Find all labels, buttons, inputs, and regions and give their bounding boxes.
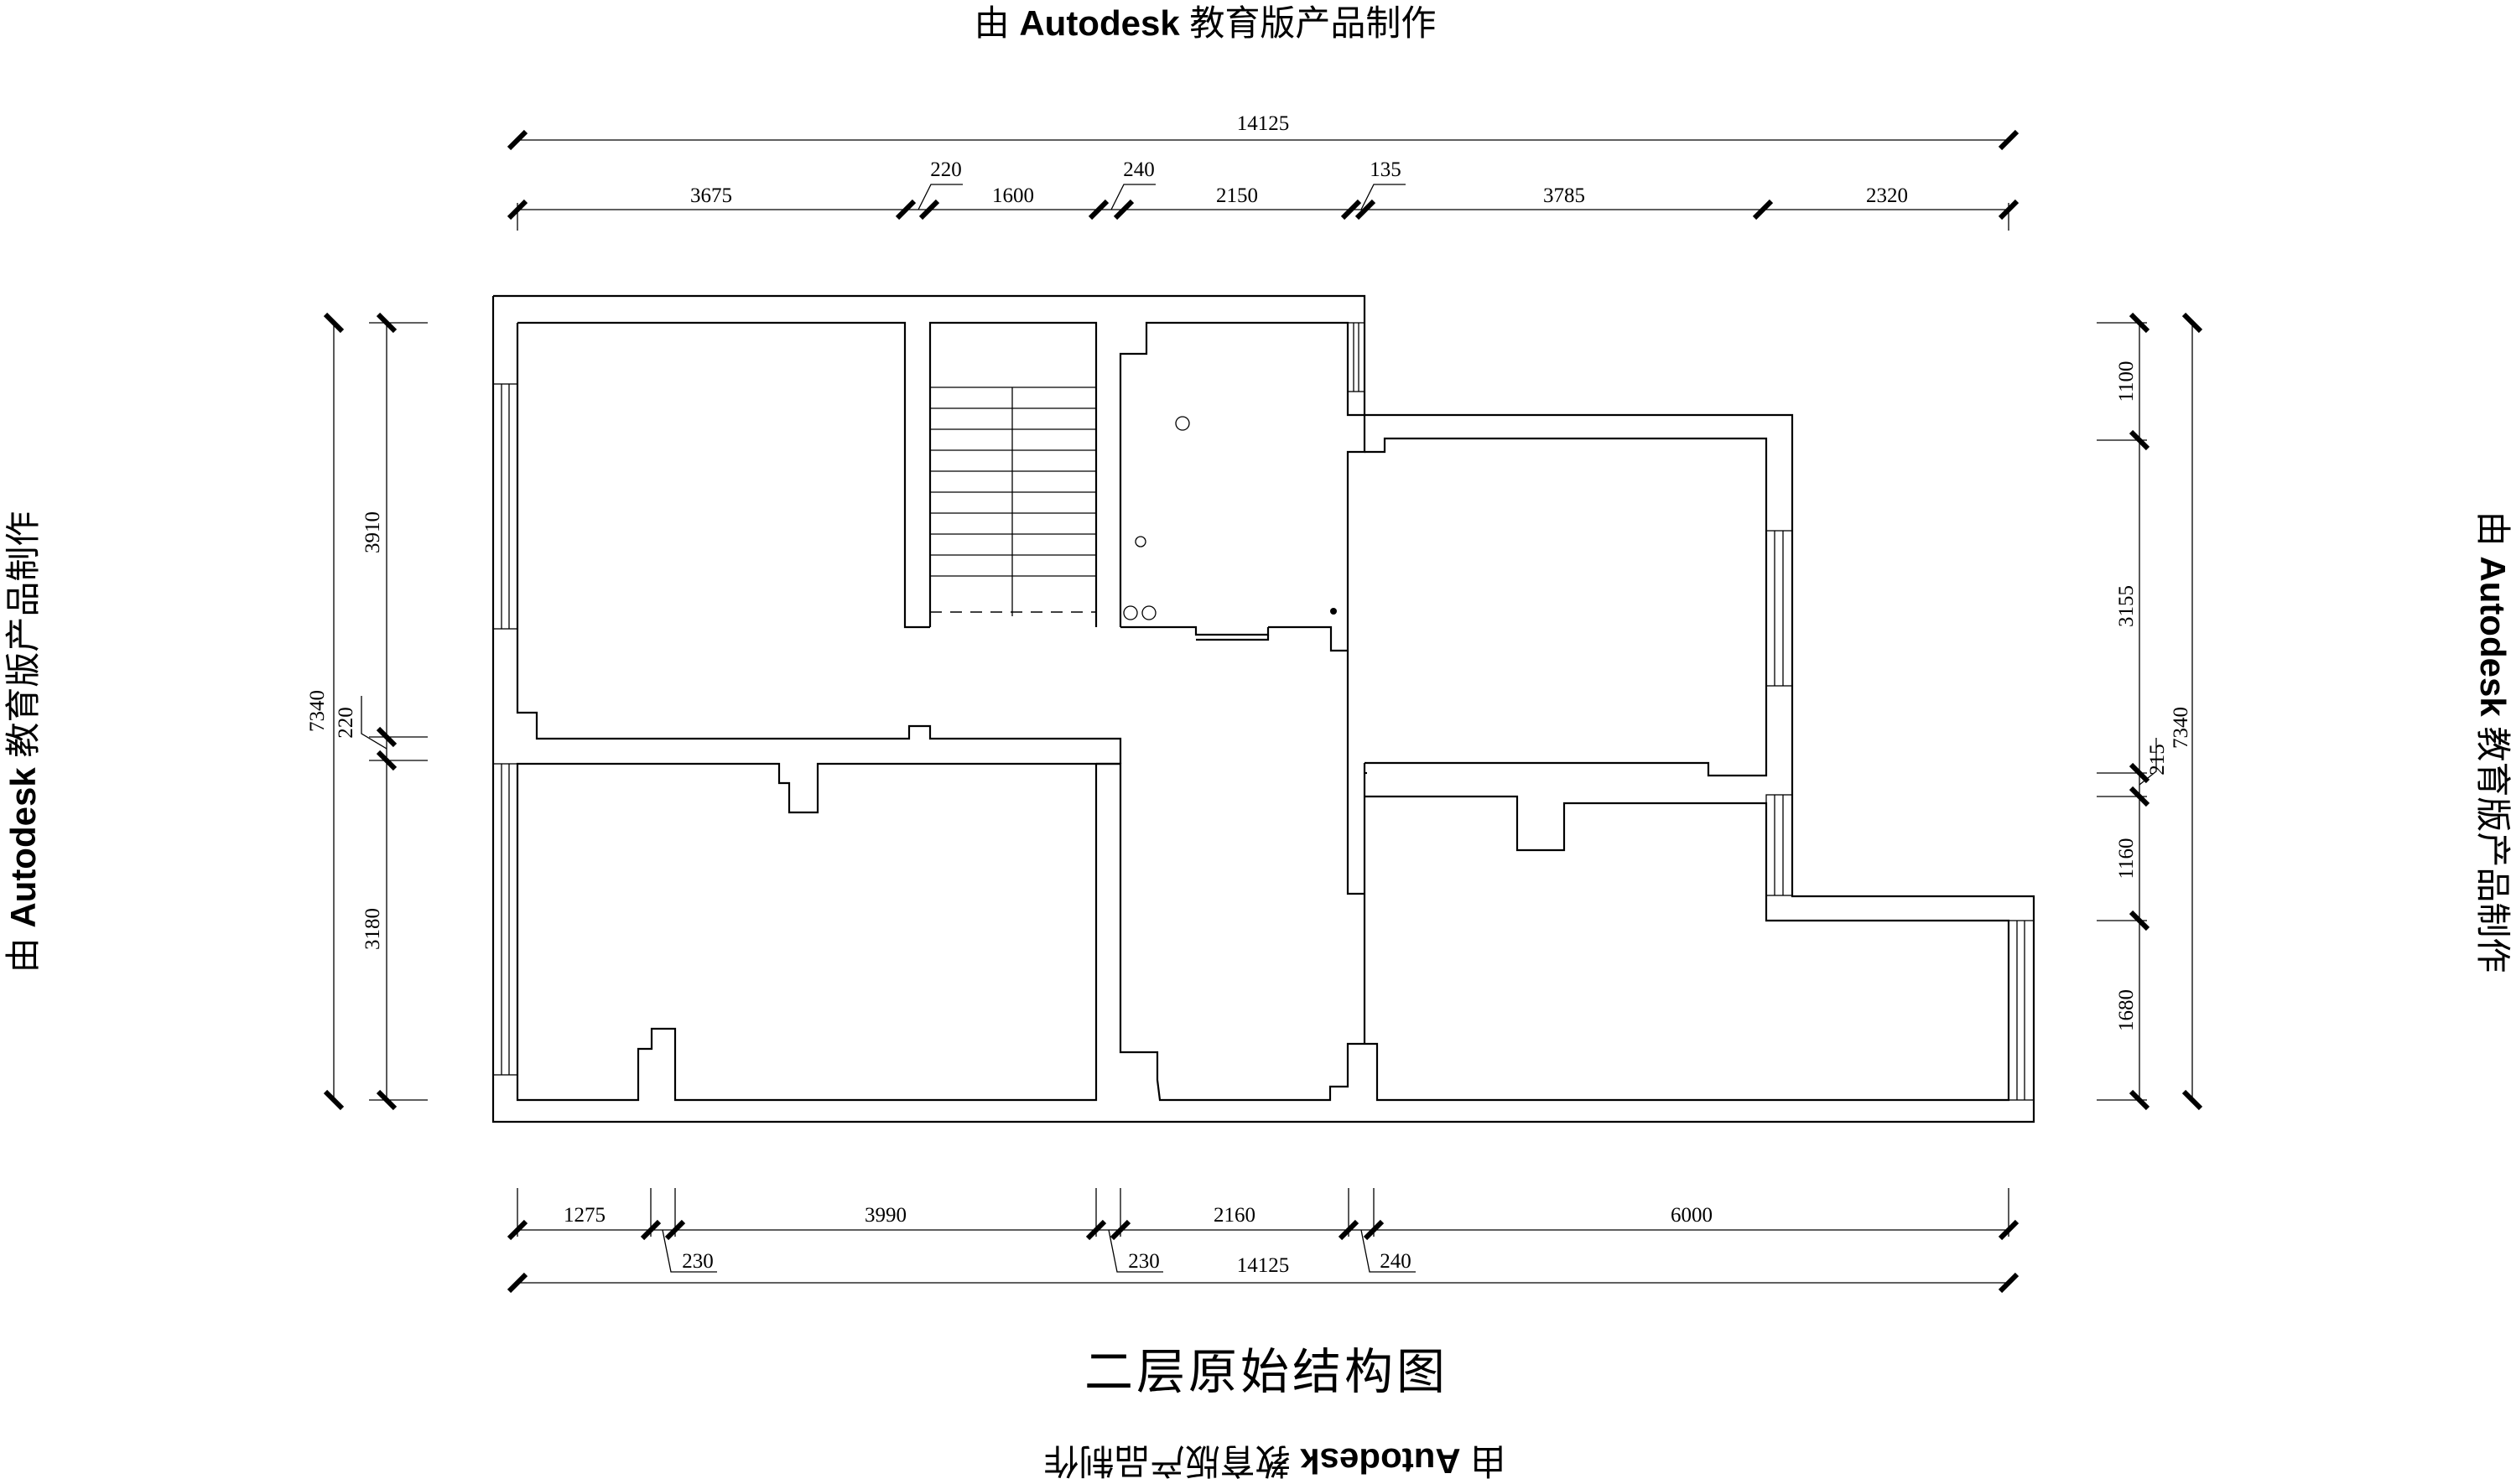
watermark-right: 由 Autodesk 教育版产品制作 (2473, 511, 2513, 973)
right-segment-2: 3155 (2115, 585, 2138, 627)
top-leader-3: 135 (1370, 158, 1401, 181)
right-leader-label: 215 (2146, 744, 2169, 776)
bottom-leader-2: 230 (1128, 1250, 1160, 1273)
left-dimension-chain: 7340 3910 3180 220 (306, 312, 428, 1111)
window-left-lower (492, 763, 518, 1076)
window-right-lower (1765, 794, 1793, 896)
wall-room-right-upper (1365, 437, 1768, 777)
svg-text:由 Autodesk 教育版产品制作: 由 Autodesk 教育版产品制作 (3, 511, 43, 973)
bottom-total-label: 14125 (1237, 1254, 1290, 1277)
top-segment-3: 2150 (1216, 184, 1258, 207)
fixture-symbols (1123, 416, 1337, 620)
watermark-bottom: 由 Autodesk 教育版产品制作 (1044, 1441, 1506, 1481)
wall-room-right-lower (1365, 795, 2010, 1102)
bottom-dimension-chain: 1275 3990 2160 6000 230 230 240 14125 (507, 1188, 2020, 1294)
outer-wall (491, 294, 2035, 1123)
wall-room-bottom-middle (1096, 762, 1365, 1102)
left-segment-2: 3180 (361, 908, 384, 950)
bottom-segment-1: 1275 (564, 1204, 606, 1227)
watermark-top: 由 Autodesk 教育版产品制作 (975, 3, 1437, 43)
svg-text:由 Autodesk 教育版产品制作: 由 Autodesk 教育版产品制作 (1044, 1441, 1506, 1481)
right-total-label: 7340 (2170, 707, 2192, 749)
window-left-upper (492, 383, 518, 630)
bottom-segment-2: 3990 (865, 1204, 907, 1227)
top-leader-2: 240 (1123, 158, 1155, 181)
right-segment-4: 1680 (2115, 989, 2138, 1031)
right-dimension-chain: 1100 3155 1160 1680 215 7340 (2097, 312, 2203, 1111)
svg-text:由 Autodesk 教育版产品制作: 由 Autodesk 教育版产品制作 (975, 3, 1437, 43)
right-segment-1: 1100 (2115, 361, 2138, 402)
bottom-segment-3: 2160 (1214, 1204, 1255, 1227)
top-segment-4: 3785 (1543, 184, 1585, 207)
window-right-far (2008, 920, 2035, 1101)
fixture-dot (1330, 608, 1337, 615)
top-segment-2: 1600 (992, 184, 1034, 207)
bottom-leader-3: 240 (1380, 1250, 1411, 1273)
top-segment-5: 2320 (1866, 184, 1908, 207)
window-top-small (1347, 322, 1365, 392)
wall-stair (928, 321, 1098, 627)
fixture-pipe-3 (1123, 605, 1138, 620)
drawing-title: 二层原始结构图 (1084, 1343, 1448, 1400)
bottom-leader-1: 230 (682, 1250, 714, 1273)
top-segment-1: 3675 (690, 184, 732, 207)
fixture-pipe-2 (1135, 536, 1146, 547)
fixture-pipe-1 (1175, 416, 1190, 431)
right-segment-3: 1160 (2115, 838, 2138, 879)
left-leader-label: 220 (335, 707, 357, 739)
left-segment-1: 3910 (361, 511, 384, 553)
top-dimension-chain: 14125 3675 1600 2150 3785 2320 220 240 1… (507, 112, 2020, 231)
bottom-segment-4: 6000 (1671, 1204, 1713, 1227)
wall-kitchen (1119, 321, 1365, 627)
staircase (930, 387, 1096, 616)
top-leader-1: 220 (930, 158, 962, 181)
fixture-pipe-4 (1141, 605, 1157, 620)
svg-text:由 Autodesk 教育版产品制作: 由 Autodesk 教育版产品制作 (2473, 511, 2513, 973)
wall-room-top-left (517, 321, 930, 629)
floor-plan-walls (491, 294, 2035, 1123)
left-total-label: 7340 (306, 690, 329, 732)
window-right-upper (1765, 530, 1793, 687)
top-total-label: 14125 (1237, 112, 1290, 135)
watermark-left: 由 Autodesk 教育版产品制作 (3, 511, 43, 973)
